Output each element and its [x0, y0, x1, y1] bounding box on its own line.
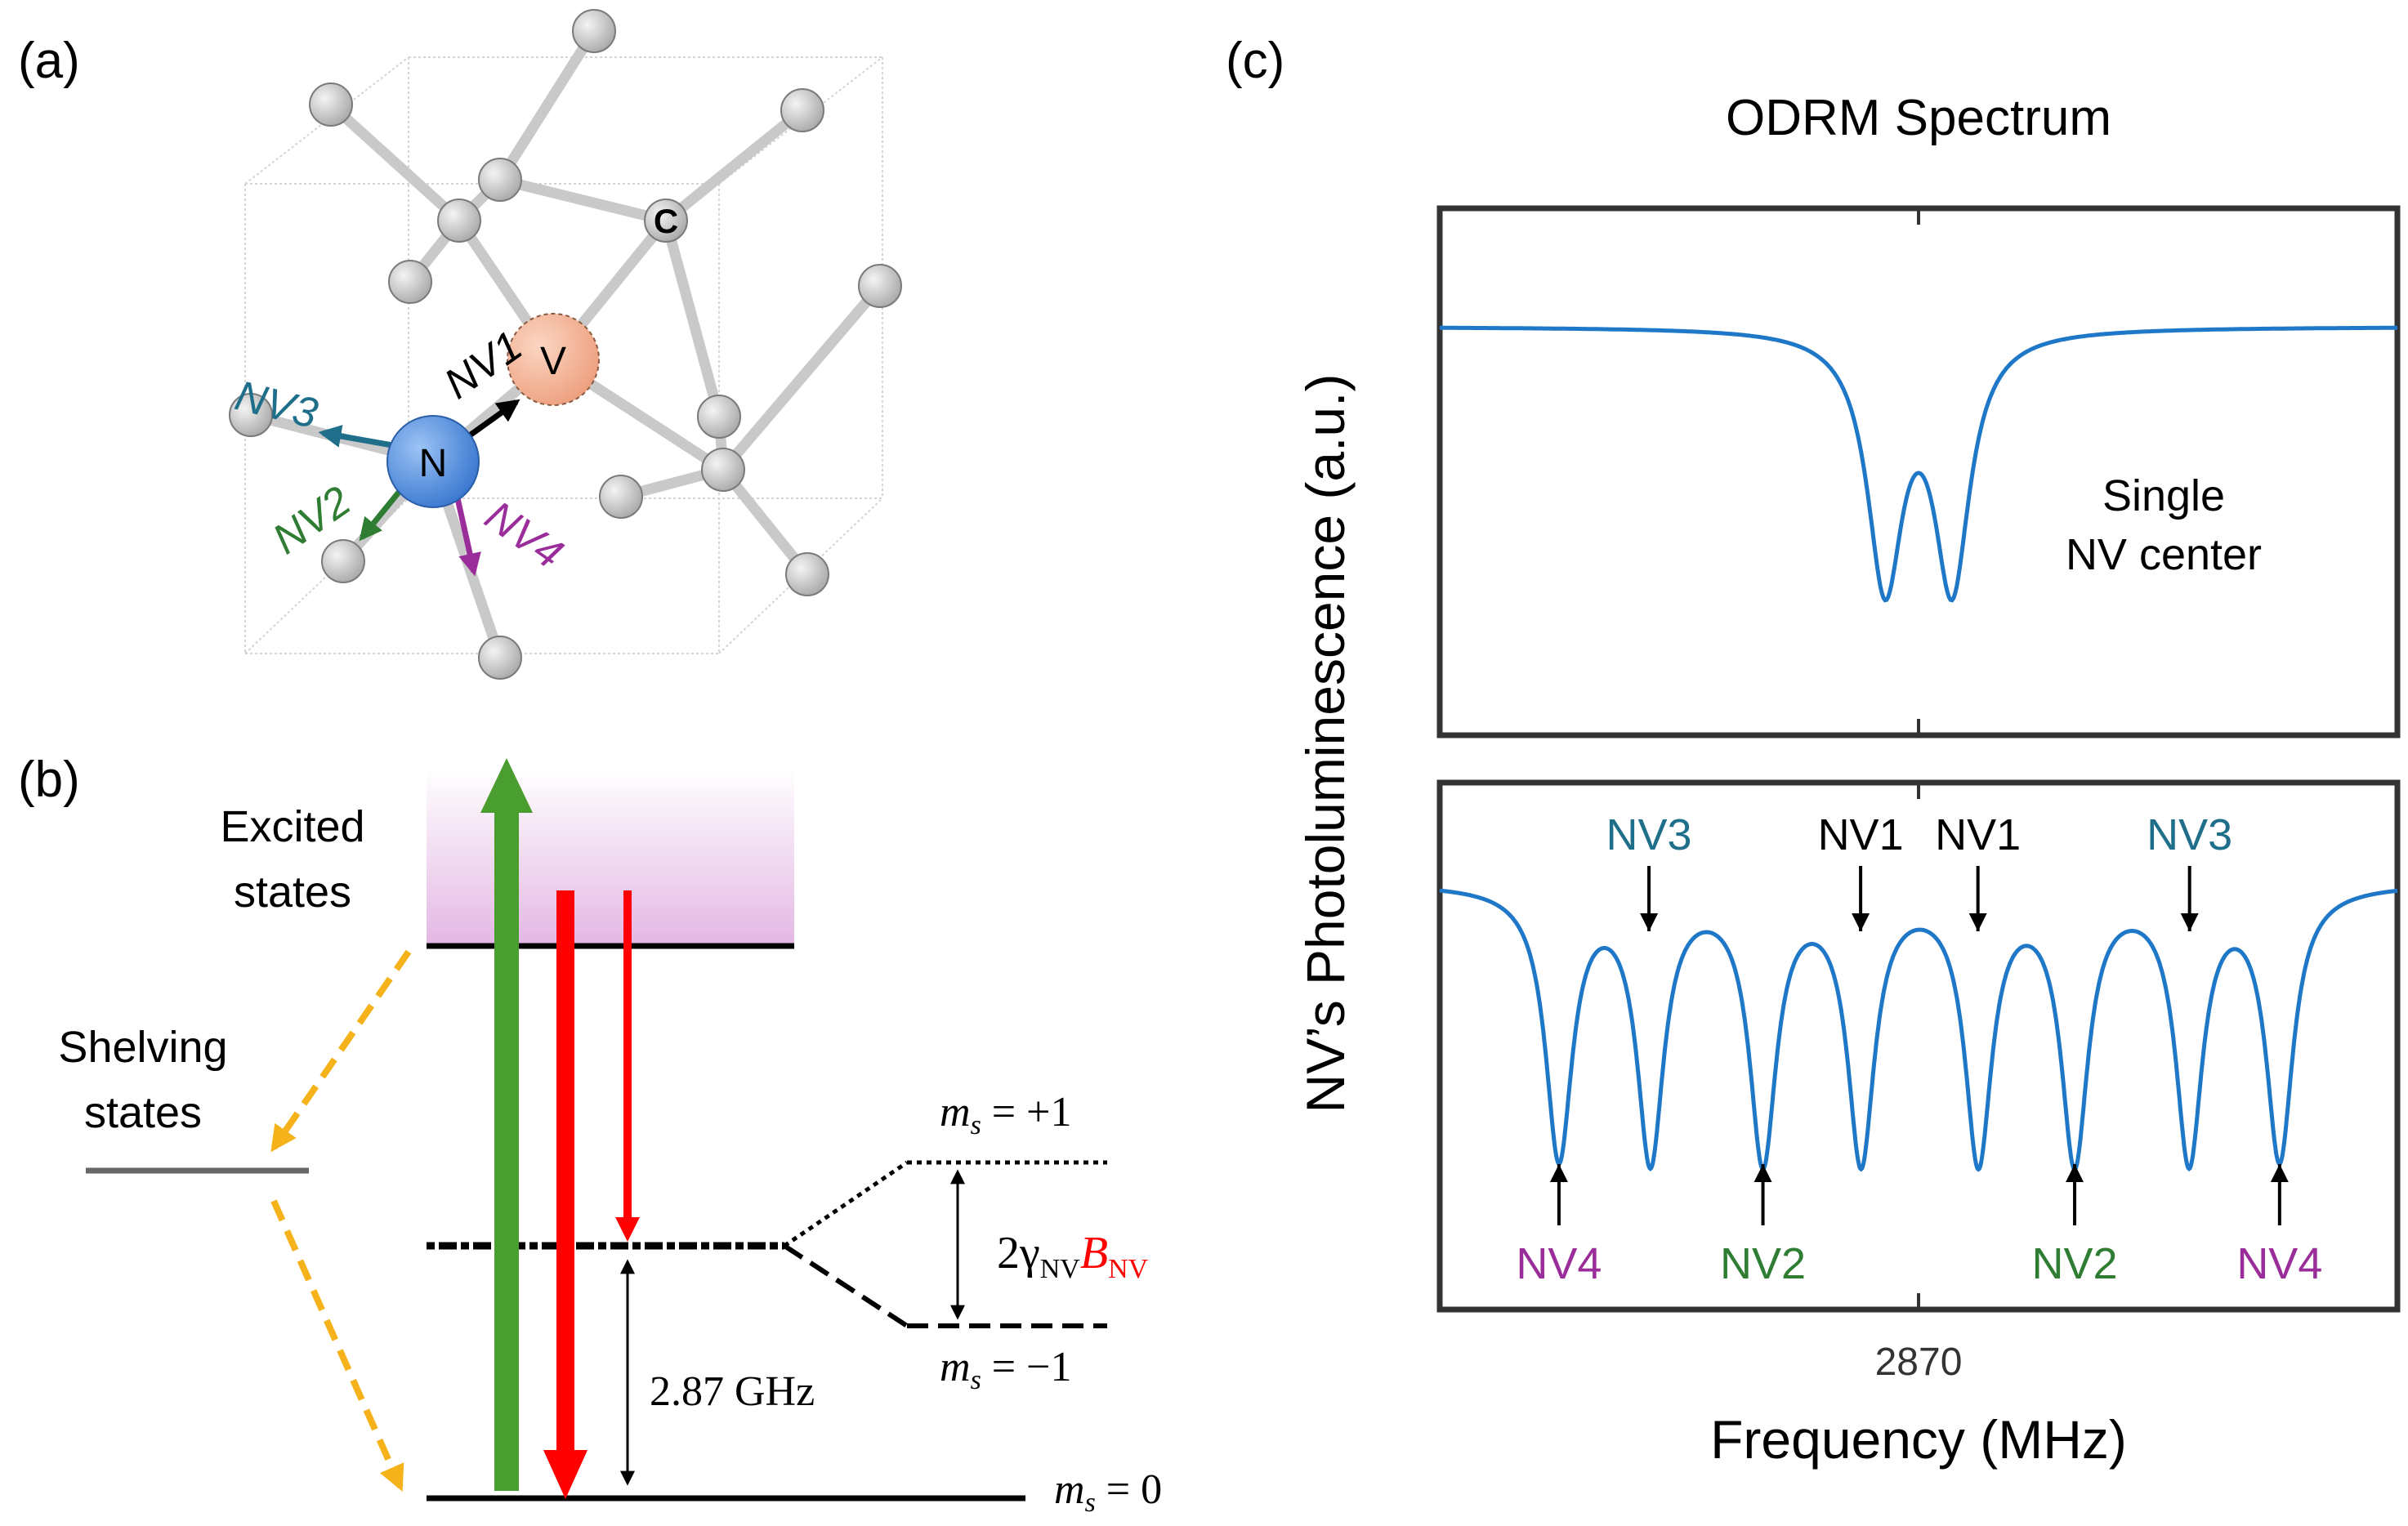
top-marker-2-arrow-head	[1968, 913, 1987, 931]
bottom-label-nv4-3: NV4	[2236, 1239, 2322, 1288]
bottom-label-nv2-2: NV2	[2032, 1239, 2118, 1288]
top-marker-3-arrow-head	[2180, 913, 2199, 931]
carbon-atoms	[229, 9, 902, 680]
chart-title: ODRM Spectrum	[1726, 90, 2111, 146]
ms-zero-label: ms = 0	[1054, 1466, 1162, 1518]
ms-plus1-label: ms = +1	[940, 1089, 1071, 1140]
top-label-nv1-2: NV1	[1935, 810, 2021, 859]
panel-c: (c) ODRM Spectrum NV’s Photoluminescence…	[1226, 33, 2401, 1470]
excited-states-line2: states	[234, 868, 351, 917]
excited-states-line1: Excited	[220, 802, 364, 851]
nitrogen-label: N	[419, 442, 448, 485]
emission-arrow-thin-head	[615, 1217, 640, 1242]
zeeman-label: 2γNVBNV	[997, 1228, 1149, 1284]
y-axis-label: NV’s Photoluminescence (a.u.)	[1295, 374, 1356, 1113]
bottom-label-nv2-1: NV2	[1720, 1239, 1806, 1288]
carbon-label: C	[654, 202, 678, 240]
excitation-arrow-head	[480, 758, 533, 813]
single-nv-annotation-line2: NV center	[2066, 530, 2262, 579]
x-tick-label: 2870	[1875, 1341, 1963, 1384]
panel-b: (b) Excited states Shelving states 2.87 …	[18, 752, 1162, 1518]
top-marker-0-arrow-head	[1640, 913, 1659, 931]
bottom-marker-0-arrow-head	[1549, 1164, 1568, 1182]
panel-a: (a)	[18, 9, 902, 680]
top-marker-1-arrow-head	[1852, 913, 1870, 931]
bottom-spectrum-trace	[1439, 888, 2398, 1172]
vacancy-label: V	[540, 340, 566, 383]
excited-states-band	[427, 768, 794, 946]
isc-arrow-shelving-to-ground	[270, 1199, 404, 1492]
nv4-label: NV4	[476, 492, 571, 578]
nitrogen-atom	[386, 415, 480, 508]
bottom-marker-3-arrow-head	[2270, 1164, 2289, 1182]
split-line-up	[783, 1160, 909, 1248]
split-line-down	[783, 1243, 909, 1328]
top-label-nv1-1: NV1	[1818, 810, 1904, 859]
top-label-nv3-0: NV3	[1606, 810, 1692, 859]
vacancy-atom	[507, 313, 600, 406]
emission-arrow-thick-head	[543, 1450, 587, 1499]
bottom-marker-2-arrow-head	[2066, 1164, 2084, 1182]
bottom-plot-frame	[1436, 779, 2401, 1313]
top-label-nv3-3: NV3	[2147, 810, 2232, 859]
zfs-label: 2.87 GHz	[650, 1368, 815, 1415]
top-spectrum-trace	[1440, 325, 2397, 603]
nv4-axis-arrow	[454, 498, 481, 577]
panel-c-label: (c)	[1226, 33, 1284, 89]
bottom-label-nv4-0: NV4	[1516, 1239, 1602, 1288]
shelving-states-line2: states	[84, 1088, 202, 1137]
shelving-states-line1: Shelving	[58, 1023, 227, 1072]
nv2-axis-arrow	[359, 488, 403, 542]
panel-a-label: (a)	[18, 33, 80, 89]
single-nv-annotation-line1: Single	[2102, 471, 2225, 520]
panel-b-label: (b)	[18, 752, 80, 808]
ms-minus1-label: ms = −1	[940, 1344, 1071, 1395]
x-axis-label: Frequency (MHz)	[1710, 1409, 2127, 1470]
isc-arrow-down-to-shelving	[270, 949, 412, 1153]
bottom-marker-1-arrow-head	[1754, 1164, 1772, 1182]
nv3-axis-arrow	[318, 425, 393, 448]
nv1-axis-arrow	[465, 399, 520, 440]
